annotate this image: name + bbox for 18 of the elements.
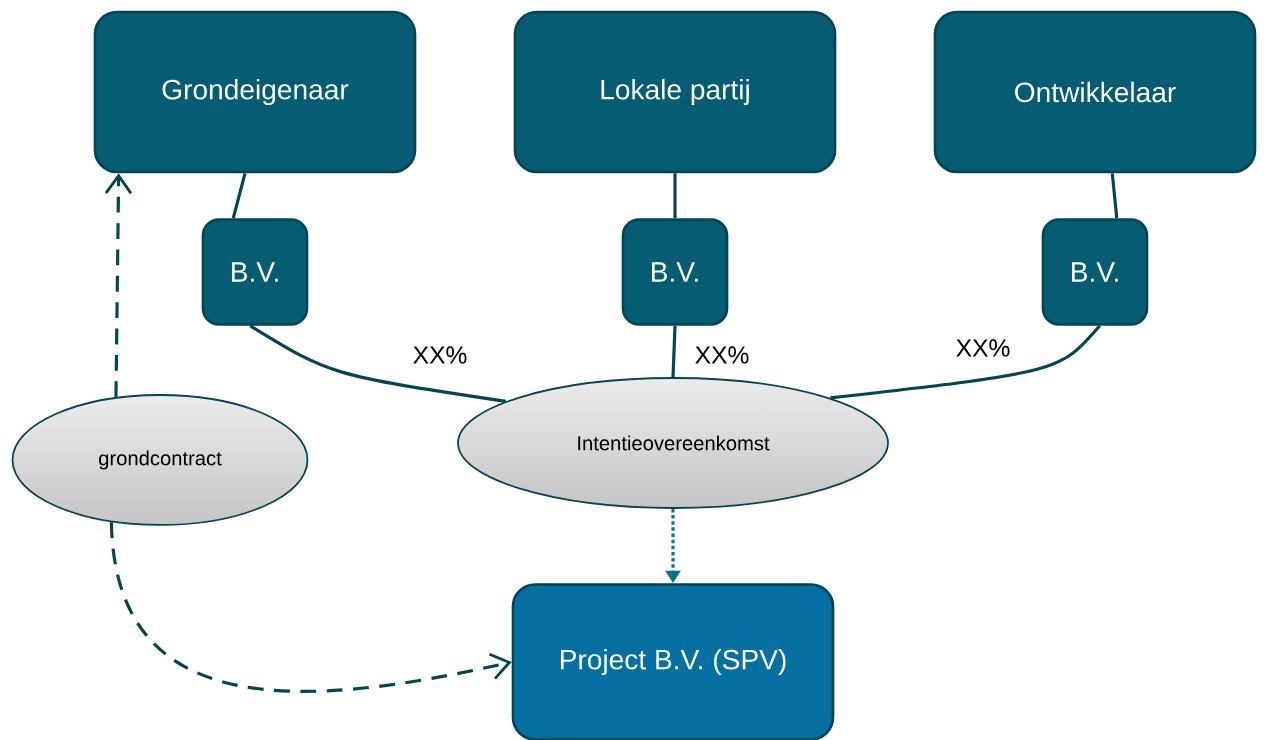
connector	[249, 324, 507, 403]
entity-box: Project B.V. (SPV)	[511, 583, 835, 740]
connector	[109, 522, 512, 693]
edge-label: XX%	[410, 344, 470, 366]
entity-box: Lokale partij	[513, 10, 837, 174]
entity-box: B.V.	[621, 218, 729, 326]
edge-label: XX%	[953, 337, 1013, 359]
entity-box: Ontwikkelaar	[933, 10, 1257, 174]
connector	[1110, 173, 1119, 219]
entity-box: Grondeigenaar	[93, 10, 417, 174]
entity-box: B.V.	[201, 218, 309, 326]
connector	[830, 324, 1101, 400]
connector	[104, 173, 133, 398]
connector	[673, 173, 677, 219]
connector	[671, 325, 677, 378]
edge-label: XX%	[692, 344, 752, 366]
connector	[231, 172, 247, 219]
entity-box: B.V.	[1041, 218, 1149, 326]
